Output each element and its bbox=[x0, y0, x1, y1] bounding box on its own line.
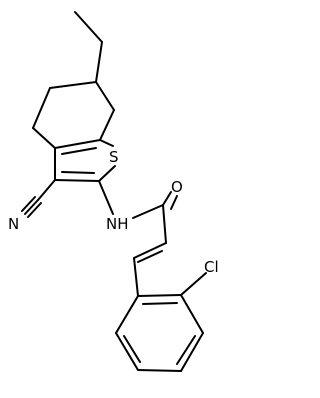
bond-c7-c7a bbox=[99, 109, 115, 141]
bond-c2-c3 bbox=[54, 179, 100, 182]
sulfur-atom-label: S bbox=[109, 148, 119, 166]
chlorine-atom-label: Cl bbox=[204, 258, 219, 276]
bond-ar2-cl bbox=[180, 272, 207, 296]
bond-c2-nh bbox=[98, 180, 114, 215]
bond-c3a-c7a bbox=[54, 139, 101, 149]
bond-ar6-ar1 bbox=[115, 295, 139, 334]
nitrile-bonds bbox=[21, 179, 56, 218]
bond-co-o-b bbox=[170, 195, 178, 210]
bond-cbeta-aryl bbox=[133, 257, 139, 297]
bond-co-o-a bbox=[162, 191, 172, 206]
bond-nh-co bbox=[132, 204, 164, 219]
nitrile-nitrogen-label: N bbox=[8, 215, 19, 233]
bond-cn-triple-b bbox=[21, 196, 36, 212]
bond-ar2-ar3 bbox=[180, 294, 204, 334]
oxygen-atom-label: O bbox=[171, 178, 183, 196]
bond-ar5-ar6 bbox=[115, 332, 139, 371]
bond-ch3-ch2 bbox=[74, 11, 103, 43]
bond-ar4-ar5 bbox=[137, 369, 182, 372]
bond-ch2-c6 bbox=[95, 41, 103, 83]
cyclohexene-ring-bonds bbox=[32, 81, 115, 149]
bond-calpha-cbeta-inner bbox=[137, 250, 163, 263]
bond-co-calpha bbox=[162, 204, 167, 244]
ethyl-bonds bbox=[74, 11, 103, 83]
bond-calpha-cbeta bbox=[133, 242, 167, 259]
bond-c6-c7 bbox=[95, 81, 115, 111]
bond-c4-c3a bbox=[32, 127, 56, 149]
amide-nh-label: NH bbox=[106, 215, 129, 233]
thiophene-ring-bonds bbox=[54, 139, 116, 182]
alkene-bonds bbox=[133, 204, 167, 297]
bond-cn-triple-a bbox=[24, 199, 39, 215]
bond-c7a-s bbox=[99, 139, 114, 147]
amide-bonds bbox=[98, 180, 178, 219]
molecule-structure: S O N NH Cl bbox=[8, 11, 219, 372]
bond-s-c2 bbox=[98, 165, 116, 182]
bond-ar-inner-2 bbox=[176, 335, 196, 365]
bond-c5-c4 bbox=[32, 87, 51, 129]
bond-c3a-c7a-inner bbox=[61, 147, 97, 155]
benzene-ring-bonds bbox=[115, 272, 207, 372]
bond-ar3-ar4 bbox=[180, 332, 204, 372]
bond-c6-c5 bbox=[49, 81, 97, 89]
bond-c2-c3-inner bbox=[61, 171, 95, 174]
bond-ar1-ar2 bbox=[137, 294, 182, 297]
bond-cn-triple-c bbox=[27, 202, 42, 218]
bond-c3-cn bbox=[37, 179, 56, 201]
bond-ar-inner-1 bbox=[142, 302, 178, 305]
bond-ar-inner-3 bbox=[123, 335, 141, 363]
